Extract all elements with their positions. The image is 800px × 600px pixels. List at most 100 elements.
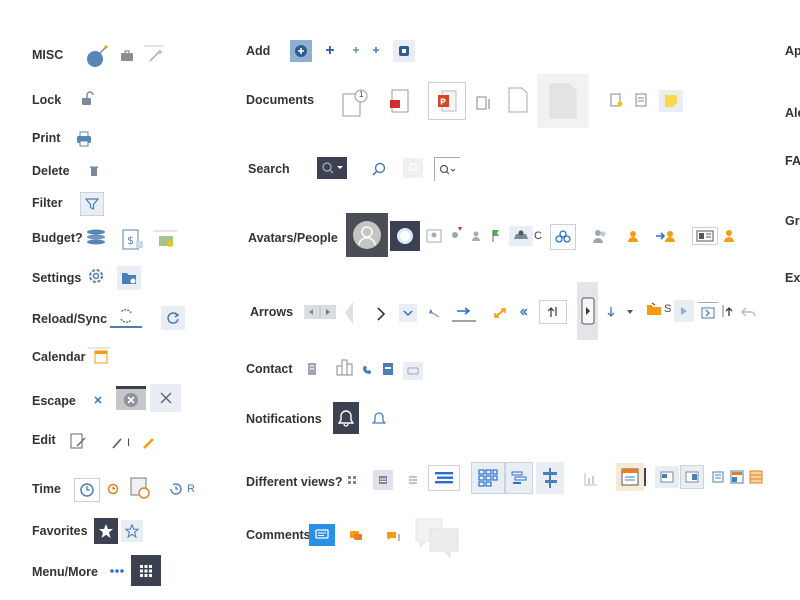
contact-book-icon[interactable] xyxy=(381,362,395,376)
play-right-icon[interactable] xyxy=(674,300,694,322)
timeline-icon[interactable] xyxy=(536,462,564,494)
gear-icon[interactable] xyxy=(86,266,106,286)
close-circle-icon[interactable] xyxy=(116,386,146,410)
sort-up-icon[interactable] xyxy=(720,303,736,319)
plus-small-2-icon[interactable] xyxy=(371,45,381,55)
two-users-icon[interactable] xyxy=(590,227,610,245)
search-dropdown-icon[interactable] xyxy=(317,157,347,179)
search-options-icon[interactable] xyxy=(434,157,460,181)
undo-arrow-icon[interactable] xyxy=(740,304,758,320)
avatar-large-icon[interactable] xyxy=(346,213,388,257)
close-icon[interactable] xyxy=(91,393,105,407)
gantt-icon[interactable] xyxy=(505,462,533,494)
chevron-right-icon[interactable] xyxy=(374,306,388,322)
card-icon[interactable] xyxy=(403,362,423,380)
sync-icon[interactable] xyxy=(110,306,142,328)
list-box-icon[interactable] xyxy=(373,470,393,490)
edit-document-icon[interactable] xyxy=(69,432,87,450)
prev-next-arrows-icon[interactable] xyxy=(304,305,336,319)
folder-gear-icon[interactable] xyxy=(117,266,141,290)
close-button-icon[interactable] xyxy=(150,384,181,412)
pdf-icon[interactable] xyxy=(388,89,412,115)
filter-icon[interactable] xyxy=(80,192,104,216)
folder-arrow-icon[interactable] xyxy=(645,300,663,318)
caret-down-icon[interactable] xyxy=(625,307,635,317)
group-icon[interactable] xyxy=(550,224,576,250)
phone-icon[interactable] xyxy=(361,364,373,376)
trash-icon[interactable] xyxy=(88,165,100,177)
list-lines-icon[interactable] xyxy=(406,474,420,486)
calendar-clock-icon[interactable] xyxy=(127,475,153,501)
arrows-vertical-icon[interactable] xyxy=(539,300,567,324)
building-icon[interactable] xyxy=(306,362,318,376)
window-view-icon[interactable] xyxy=(616,463,644,491)
sticky-note-icon[interactable] xyxy=(659,90,683,112)
document-view-icon[interactable] xyxy=(711,470,725,484)
pencil-orange-icon[interactable] xyxy=(142,436,156,450)
panel-arrow-icon[interactable] xyxy=(577,282,598,340)
split-view-icon[interactable] xyxy=(655,466,679,488)
arrow-diagonal-icon[interactable] xyxy=(426,305,444,321)
powerpoint-icon[interactable]: P xyxy=(428,82,466,120)
pencil-icon[interactable] xyxy=(111,436,123,450)
printer-icon[interactable] xyxy=(75,130,93,148)
refresh-icon[interactable] xyxy=(161,306,185,330)
plus-circle-icon[interactable] xyxy=(290,40,312,62)
search-icon[interactable] xyxy=(370,161,388,179)
buildings-icon[interactable] xyxy=(335,358,353,376)
double-chevron-left-icon[interactable] xyxy=(517,305,531,319)
user-arrow-icon[interactable] xyxy=(654,228,678,244)
coins-icon[interactable] xyxy=(84,228,108,248)
avatar-globe-icon[interactable] xyxy=(390,221,420,251)
tile-view-icon[interactable] xyxy=(471,462,505,494)
comments-faded-icon[interactable] xyxy=(414,515,460,563)
briefcase-icon[interactable] xyxy=(119,48,135,64)
magic-wand-icon[interactable] xyxy=(142,45,166,65)
history-icon[interactable] xyxy=(167,480,185,498)
document-gray-icon[interactable] xyxy=(537,74,589,128)
chevron-down-icon[interactable] xyxy=(399,304,417,322)
user-small-icon[interactable] xyxy=(470,229,482,243)
plus-small-icon[interactable] xyxy=(351,45,361,55)
plus-icon[interactable] xyxy=(324,44,336,56)
timer-icon[interactable] xyxy=(106,482,120,496)
search-faded-icon[interactable] xyxy=(403,158,423,178)
user-orange-icon[interactable] xyxy=(626,228,642,244)
star-outline-icon[interactable] xyxy=(121,520,143,542)
chart-faded-icon[interactable] xyxy=(582,470,600,488)
panel-view-icon[interactable] xyxy=(748,469,764,485)
user-car-icon[interactable] xyxy=(509,226,533,246)
bell-dark-icon[interactable] xyxy=(333,402,359,434)
user-pin-icon[interactable] xyxy=(448,225,464,243)
arrow-right-blue-icon[interactable] xyxy=(452,302,476,322)
split-view-2-icon[interactable] xyxy=(680,465,704,489)
document-star-icon[interactable] xyxy=(608,92,624,108)
document-clock-icon[interactable] xyxy=(340,88,370,118)
layout-view-icon[interactable] xyxy=(729,469,745,485)
id-card-icon[interactable] xyxy=(692,227,718,245)
list-view-icon[interactable] xyxy=(428,465,460,491)
star-filled-icon[interactable] xyxy=(94,518,118,544)
arrow-left-light-icon[interactable] xyxy=(343,300,355,326)
user-flag-icon[interactable] xyxy=(489,226,505,244)
arrow-down-icon[interactable] xyxy=(605,305,617,319)
document-lines-icon[interactable] xyxy=(634,93,648,107)
document-small-icon[interactable] xyxy=(474,95,492,111)
calendar-icon[interactable] xyxy=(87,346,111,368)
arrows-expand-orange-icon[interactable] xyxy=(492,306,508,320)
bomb-icon[interactable] xyxy=(84,44,110,70)
plus-square-icon[interactable] xyxy=(393,40,415,62)
unlock-icon[interactable] xyxy=(79,91,95,107)
invoice-icon[interactable]: $ xyxy=(120,229,144,251)
comment-blue-icon[interactable] xyxy=(309,524,335,546)
more-dots-icon[interactable] xyxy=(108,566,126,576)
grid-small-icon[interactable] xyxy=(345,473,359,487)
comment-small-orange-icon[interactable] xyxy=(385,530,401,544)
money-map-icon[interactable] xyxy=(152,230,178,250)
user-card-icon[interactable] xyxy=(425,227,443,245)
clock-icon[interactable] xyxy=(74,478,100,502)
comment-orange-icon[interactable] xyxy=(348,529,364,543)
user-orange-2-icon[interactable] xyxy=(721,228,737,244)
bell-icon[interactable] xyxy=(371,410,387,428)
document-large-icon[interactable] xyxy=(506,86,530,114)
